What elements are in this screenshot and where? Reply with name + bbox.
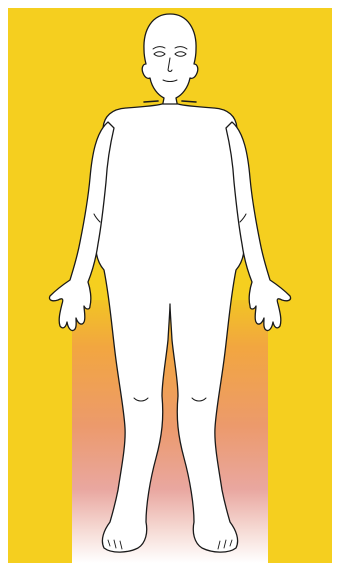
gradient-leg-panel [72,300,268,563]
right-white-margin [332,0,340,567]
right-clavicle-line [182,101,196,102]
top-white-margin [0,0,340,8]
left-white-margin [0,0,8,567]
left-clavicle-line [144,101,158,102]
